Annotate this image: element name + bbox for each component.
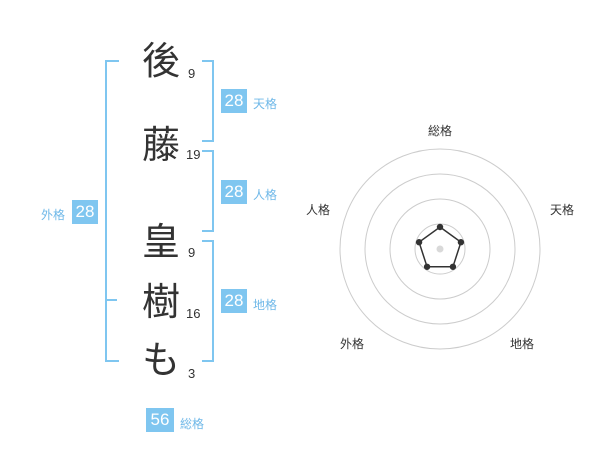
chikaku-bracket (202, 240, 214, 362)
radar-ring-4 (339, 148, 541, 350)
jinkaku-bracket (202, 150, 214, 232)
radar-axis-label-chikaku: 地格 (510, 337, 535, 351)
radar-point-3 (423, 263, 431, 270)
stroke-count-4: 16 (186, 306, 201, 321)
name-char-5: も (142, 338, 181, 382)
tenkaku-bracket (202, 60, 214, 142)
name-char-1: 後 (142, 39, 181, 83)
radar-ring-3 (364, 173, 516, 325)
stroke-count-2: 19 (186, 147, 201, 162)
radar-ring-2 (389, 198, 491, 300)
soukaku-label: 総格 (180, 417, 205, 431)
gaikaku-value: 28 (72, 200, 98, 224)
tenkaku-label: 天格 (253, 97, 278, 111)
radar-polygon-layer (418, 226, 462, 268)
radar-point-1 (457, 239, 465, 246)
radar-axis-label-soukaku: 総格 (428, 124, 453, 138)
name-char-3: 皇 (142, 220, 181, 264)
gaikaku-bracket (105, 60, 119, 362)
chikaku-label: 地格 (253, 298, 278, 312)
radar-points (415, 223, 465, 270)
radar-point-2 (449, 263, 457, 270)
stroke-count-5: 3 (188, 366, 196, 381)
name-char-2: 藤 (142, 123, 181, 167)
radar-point-4 (415, 239, 423, 246)
stroke-count-3: 9 (188, 245, 196, 260)
stroke-count-1: 9 (188, 66, 196, 81)
name-char-4: 樹 (142, 280, 181, 324)
tenkaku-value: 28 (221, 89, 247, 113)
radar-axis-label-tenkaku: 天格 (550, 203, 575, 217)
gaikaku-bracket-divider (105, 299, 117, 301)
radar-axis-label-jinkaku: 人格 (306, 203, 331, 217)
jinkaku-value: 28 (221, 180, 247, 204)
radar-point-0 (436, 223, 444, 231)
gaikaku-label: 外格 (41, 208, 66, 222)
soukaku-value: 56 (146, 408, 174, 432)
chikaku-value: 28 (221, 289, 247, 313)
radar-center-point (436, 245, 444, 253)
radar-axis-label-gaikaku: 外格 (340, 337, 365, 351)
jinkaku-label: 人格 (253, 188, 278, 202)
